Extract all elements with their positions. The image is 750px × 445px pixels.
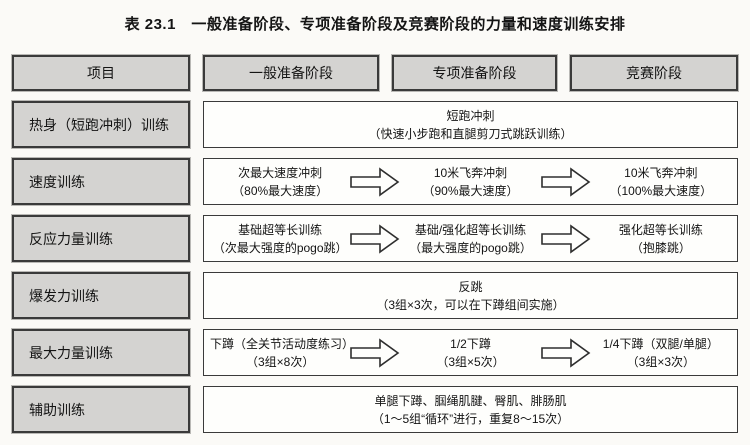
table-row-speed: 速度训练 次最大速度冲刺 （80%最大速度） 10米飞奔冲刺 （90%最大速度）…	[12, 158, 738, 205]
stage-general: 下蹲（全关节活动度练习） （3组×8次）	[210, 335, 355, 371]
row-content-explosive-power: 反跳 （3组×3次，可以在下蹲组间实施）	[203, 272, 738, 319]
stage-line: 10米飞奔冲刺	[624, 165, 698, 180]
table-header-row: 项目 一般准备阶段 专项准备阶段 竞赛阶段	[12, 55, 738, 91]
content-line: （快速小步跑和直腿剪刀式跳跃训练）	[368, 126, 573, 141]
stage-general: 次最大速度冲刺 （80%最大速度）	[210, 164, 350, 200]
stage-line: 强化超等长训练	[618, 222, 703, 237]
content-line: （1～5组“循环”进行，重复8～15次）	[371, 411, 570, 426]
table-row-reactive-strength: 反应力量训练 基础超等长训练 （次最大强度的pogo跳） 基础/强化超等长训练 …	[12, 215, 738, 262]
stage-line: 基础超等长训练	[238, 222, 323, 237]
row-content-speed: 次最大速度冲刺 （80%最大速度） 10米飞奔冲刺 （90%最大速度） 10米飞…	[203, 158, 738, 205]
stage-line: （100%最大速度）	[609, 183, 713, 198]
stage-competition: 1/4下蹲（双腿/单腿） （3组×3次）	[591, 335, 731, 371]
stage-line: 次最大速度冲刺	[238, 165, 323, 180]
row-label-explosive-power: 爆发力训练	[12, 272, 190, 319]
row-content-warmup: 短跑冲刺 （快速小步跑和直腿剪刀式跳跃训练）	[203, 101, 738, 148]
right-arrow-icon	[350, 166, 400, 197]
right-arrow-icon	[350, 223, 400, 254]
row-label-auxiliary: 辅助训练	[12, 386, 190, 433]
content-line: （3组×3次，可以在下蹲组间实施）	[376, 297, 565, 312]
training-table: 项目 一般准备阶段 专项准备阶段 竞赛阶段 热身（短跑冲刺）训练 短跑冲刺 （快…	[12, 55, 738, 433]
right-arrow-icon	[540, 337, 591, 368]
stage-competition: 10米飞奔冲刺 （100%最大速度）	[591, 164, 731, 200]
row-content-auxiliary: 单腿下蹲、腘绳肌腱、臀肌、腓肠肌 （1～5组“循环”进行，重复8～15次）	[203, 386, 738, 433]
stage-line: （3组×3次）	[626, 354, 695, 369]
header-cell-special-prep: 专项准备阶段	[392, 55, 557, 91]
header-cell-competition: 竞赛阶段	[570, 55, 738, 91]
header-cell-general-prep: 一般准备阶段	[203, 55, 379, 91]
stage-line: （3组×8次）	[245, 354, 315, 369]
stage-competition: 强化超等长训练 （抱膝跳）	[591, 221, 731, 257]
content-line: 短跑冲刺	[446, 108, 495, 123]
stage-general: 基础超等长训练 （次最大强度的pogo跳）	[210, 221, 350, 257]
table-row-explosive-power: 爆发力训练 反跳 （3组×3次，可以在下蹲组间实施）	[12, 272, 738, 319]
stage-line: 1/2下蹲	[450, 336, 491, 351]
row-content-max-strength: 下蹲（全关节活动度练习） （3组×8次） 1/2下蹲 （3组×5次） 1/4下蹲…	[203, 329, 738, 376]
header-cell-item: 项目	[12, 55, 190, 91]
row-label-speed: 速度训练	[12, 158, 190, 205]
content-line: 单腿下蹲、腘绳肌腱、臀肌、腓肠肌	[374, 393, 567, 408]
table-title: 表 23.1 一般准备阶段、专项准备阶段及竞赛阶段的力量和速度训练安排	[124, 16, 626, 33]
right-arrow-icon	[350, 337, 400, 368]
stage-line: 下蹲（全关节活动度练习）	[210, 336, 355, 351]
right-arrow-icon	[540, 223, 591, 254]
table-row-auxiliary: 辅助训练 单腿下蹲、腘绳肌腱、臀肌、腓肠肌 （1～5组“循环”进行，重复8～15…	[12, 386, 738, 433]
stage-line: （90%最大速度）	[422, 183, 519, 198]
stage-line: （3组×5次）	[436, 354, 505, 369]
content-line: 反跳	[458, 279, 483, 294]
row-label-max-strength: 最大力量训练	[12, 329, 190, 376]
table-row-warmup: 热身（短跑冲刺）训练 短跑冲刺 （快速小步跑和直腿剪刀式跳跃训练）	[12, 101, 738, 148]
right-arrow-icon	[540, 166, 591, 197]
row-content-reactive-strength: 基础超等长训练 （次最大强度的pogo跳） 基础/强化超等长训练 （最大强度的p…	[203, 215, 738, 262]
stage-line: （抱膝跳）	[630, 240, 691, 255]
stage-line: 10米飞奔冲刺	[433, 165, 508, 180]
stage-line: 基础/强化超等长训练	[414, 222, 527, 237]
stage-special: 1/2下蹲 （3组×5次）	[400, 335, 540, 371]
row-label-reactive-strength: 反应力量训练	[12, 215, 190, 262]
table-row-max-strength: 最大力量训练 下蹲（全关节活动度练习） （3组×8次） 1/2下蹲 （3组×5次…	[12, 329, 738, 376]
stage-line: （80%最大速度）	[232, 183, 329, 198]
stage-special: 10米飞奔冲刺 （90%最大速度）	[400, 164, 540, 200]
stage-special: 基础/强化超等长训练 （最大强度的pogo跳）	[400, 221, 540, 257]
stage-line: （最大强度的pogo跳）	[409, 240, 532, 255]
stage-line: （次最大强度的pogo跳）	[212, 240, 348, 255]
row-label-warmup: 热身（短跑冲刺）训练	[12, 101, 190, 148]
stage-line: 1/4下蹲（双腿/单腿）	[602, 336, 719, 351]
